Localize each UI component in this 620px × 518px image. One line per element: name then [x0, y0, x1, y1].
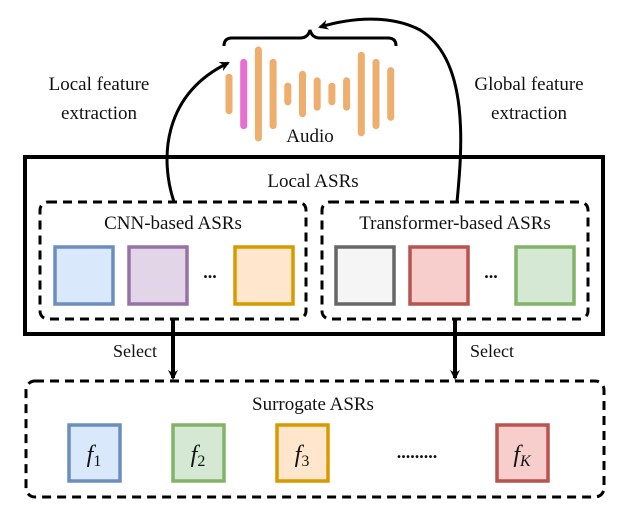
surrogate-box [495, 423, 550, 483]
audio-waveform-icon [225, 46, 395, 142]
cnn-model-2 [127, 245, 189, 306]
transformer-model-3 [514, 245, 576, 306]
select-label-right: Select [470, 341, 514, 361]
cnn-model-3 [233, 245, 295, 306]
surrogate-ellipsis: ......... [397, 442, 438, 462]
transformer-model-1 [334, 245, 396, 306]
local-asrs-box [23, 155, 605, 336]
transformer-model-2 [408, 245, 470, 306]
global-feature-arrow [318, 17, 463, 203]
surrogate-asrs-title: Surrogate ASRs [252, 394, 374, 415]
surrogate-model-1: f1 [67, 423, 122, 483]
transformer-group-title: Transformer-based ASRs [359, 213, 551, 234]
cnn-ellipsis: ... [203, 262, 217, 282]
transformer-ellipsis: ... [484, 262, 498, 282]
surrogate-asrs-box [24, 379, 606, 499]
local-feature-arrow [165, 61, 230, 203]
surrogate-box [171, 423, 226, 483]
surrogate-box [67, 423, 122, 483]
cnn-model-1 [53, 245, 115, 306]
cnn-group-title: CNN-based ASRs [104, 213, 242, 234]
surrogate-model-2: f2 [171, 423, 226, 483]
brace-icon [222, 29, 398, 47]
global-feature-label-line2: extraction [491, 103, 567, 124]
global-feature-label-line1: Global feature [474, 74, 583, 95]
surrogate-box [275, 423, 330, 483]
local-feature-label-line2: extraction [61, 103, 137, 124]
local-feature-label-line1: Local feature [49, 74, 150, 95]
surrogate-model-3: f3 [275, 423, 330, 483]
surrogate-model-K: fK [495, 423, 550, 483]
local-asrs-title: Local ASRs [267, 171, 358, 192]
audio-label: Audio [286, 126, 334, 147]
select-label-left: Select [113, 341, 157, 361]
